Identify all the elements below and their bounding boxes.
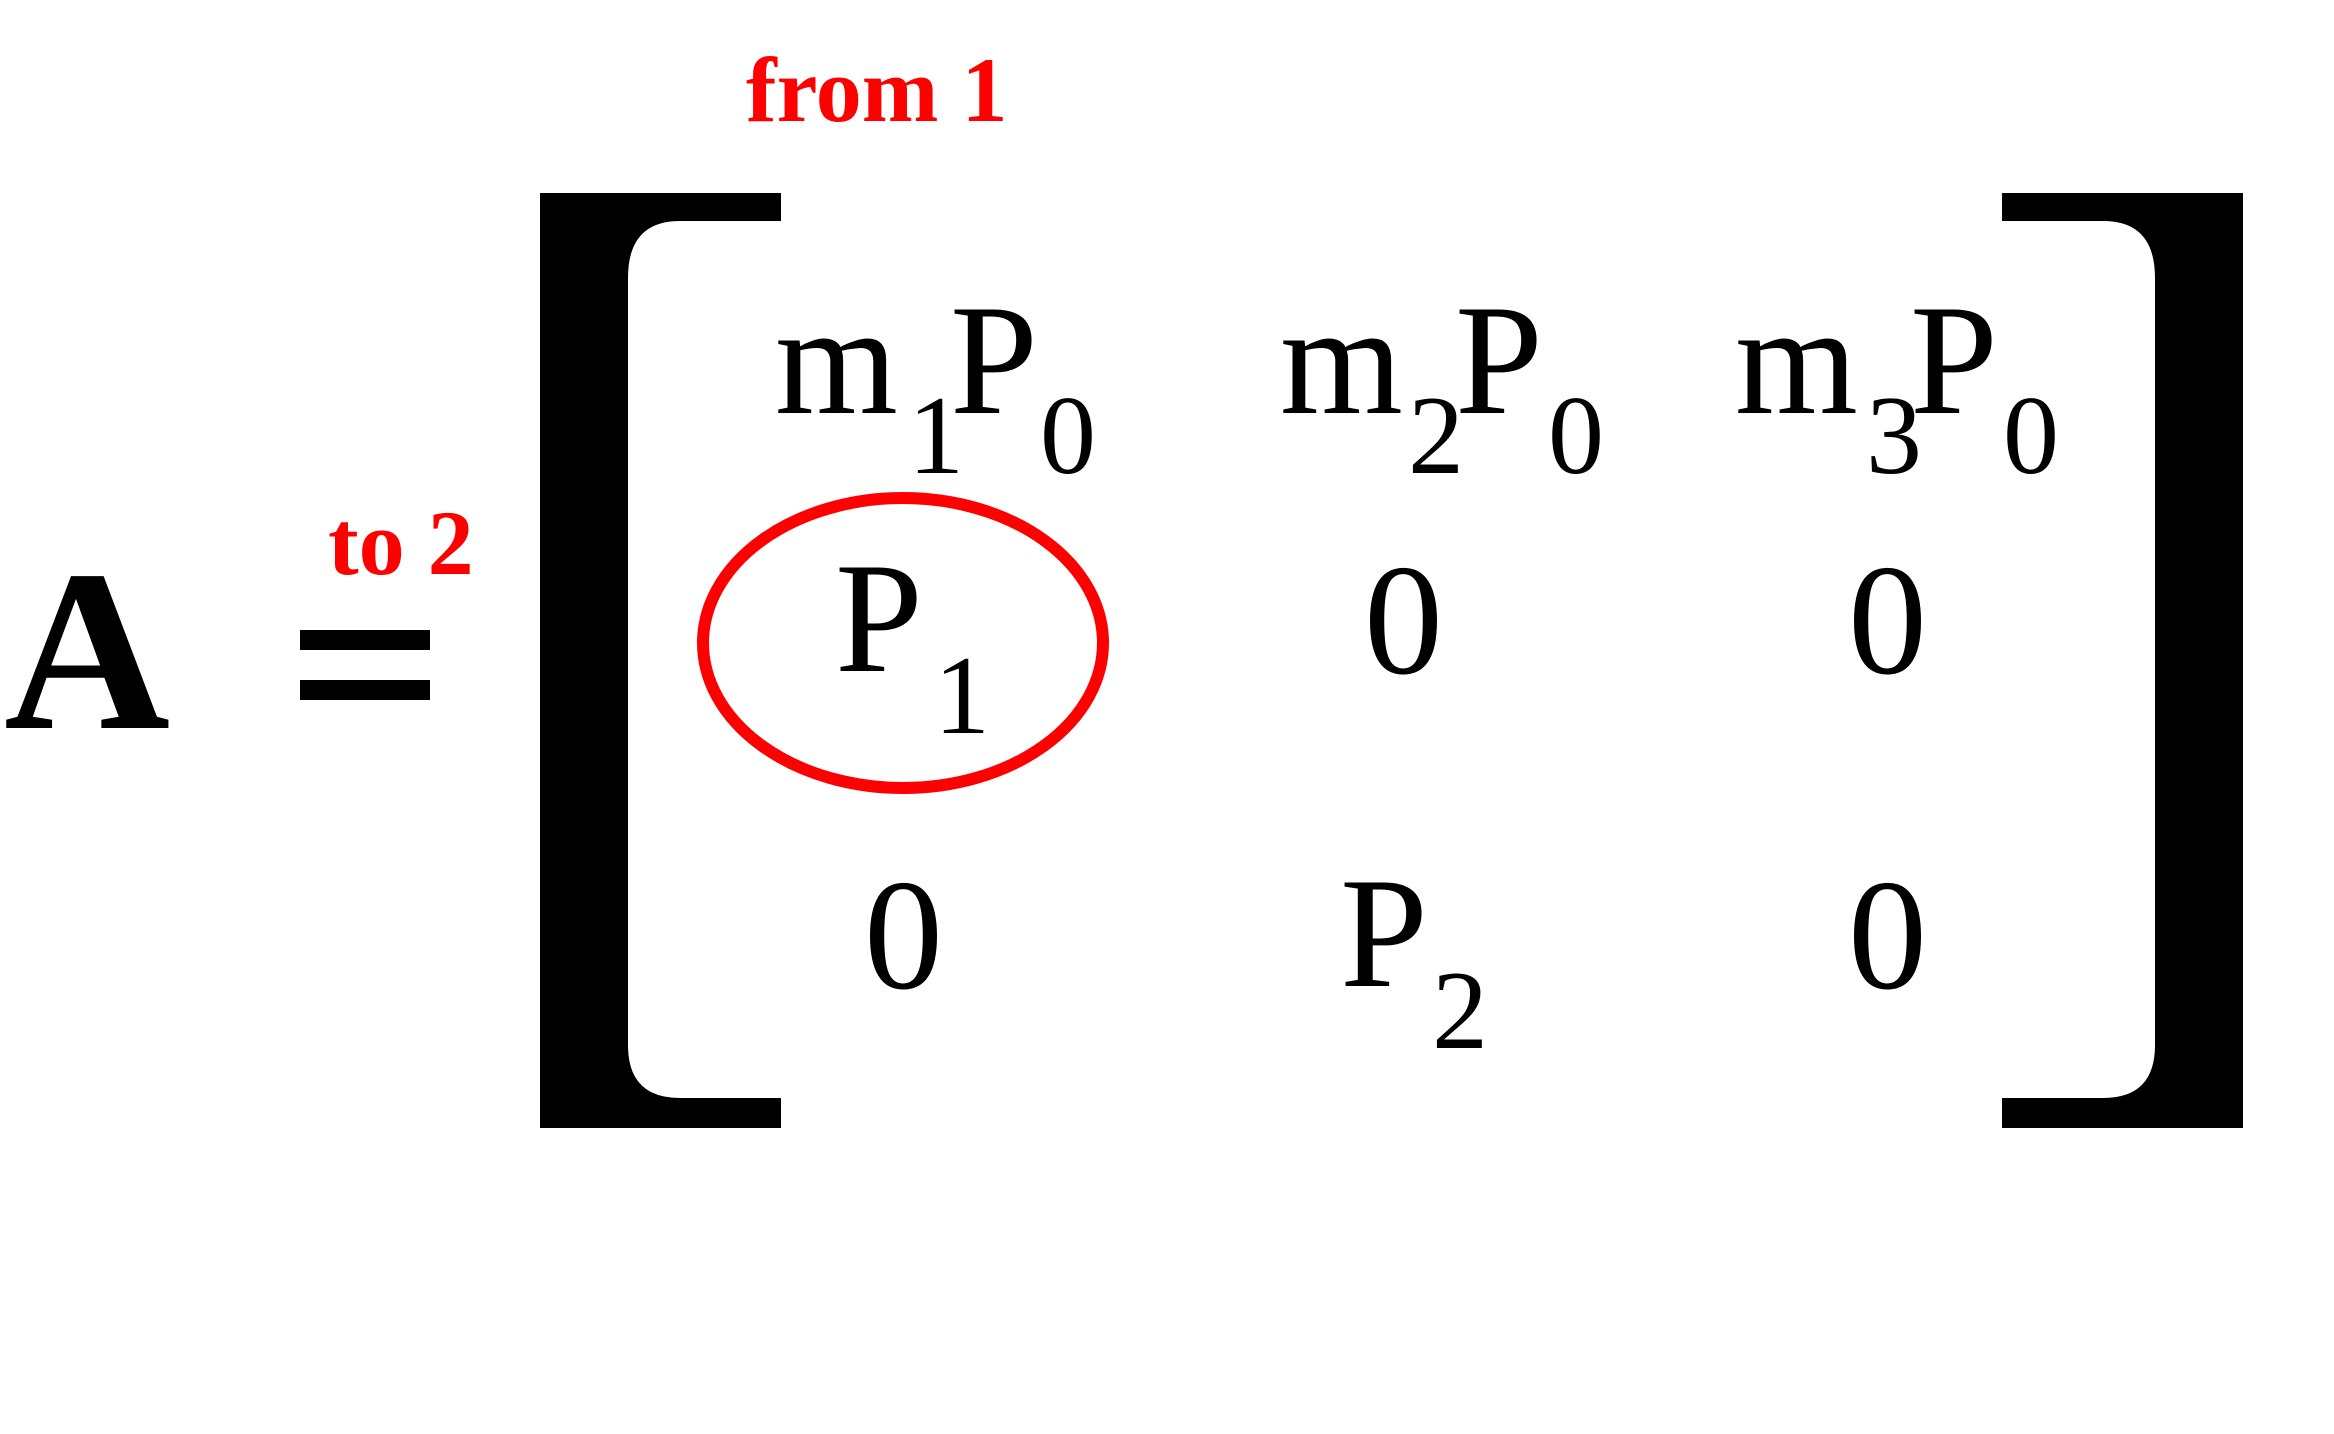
row-label: to 2 <box>328 492 474 594</box>
matrix-entry: 0 <box>1848 848 1927 1023</box>
matrix-entry: 0 <box>1364 533 1443 708</box>
matrix-entry: 0 <box>864 848 943 1023</box>
column-label: from 1 <box>746 39 1008 141</box>
matrix-entry: 0 <box>1848 533 1927 708</box>
matrix-symbol: A <box>4 523 171 778</box>
